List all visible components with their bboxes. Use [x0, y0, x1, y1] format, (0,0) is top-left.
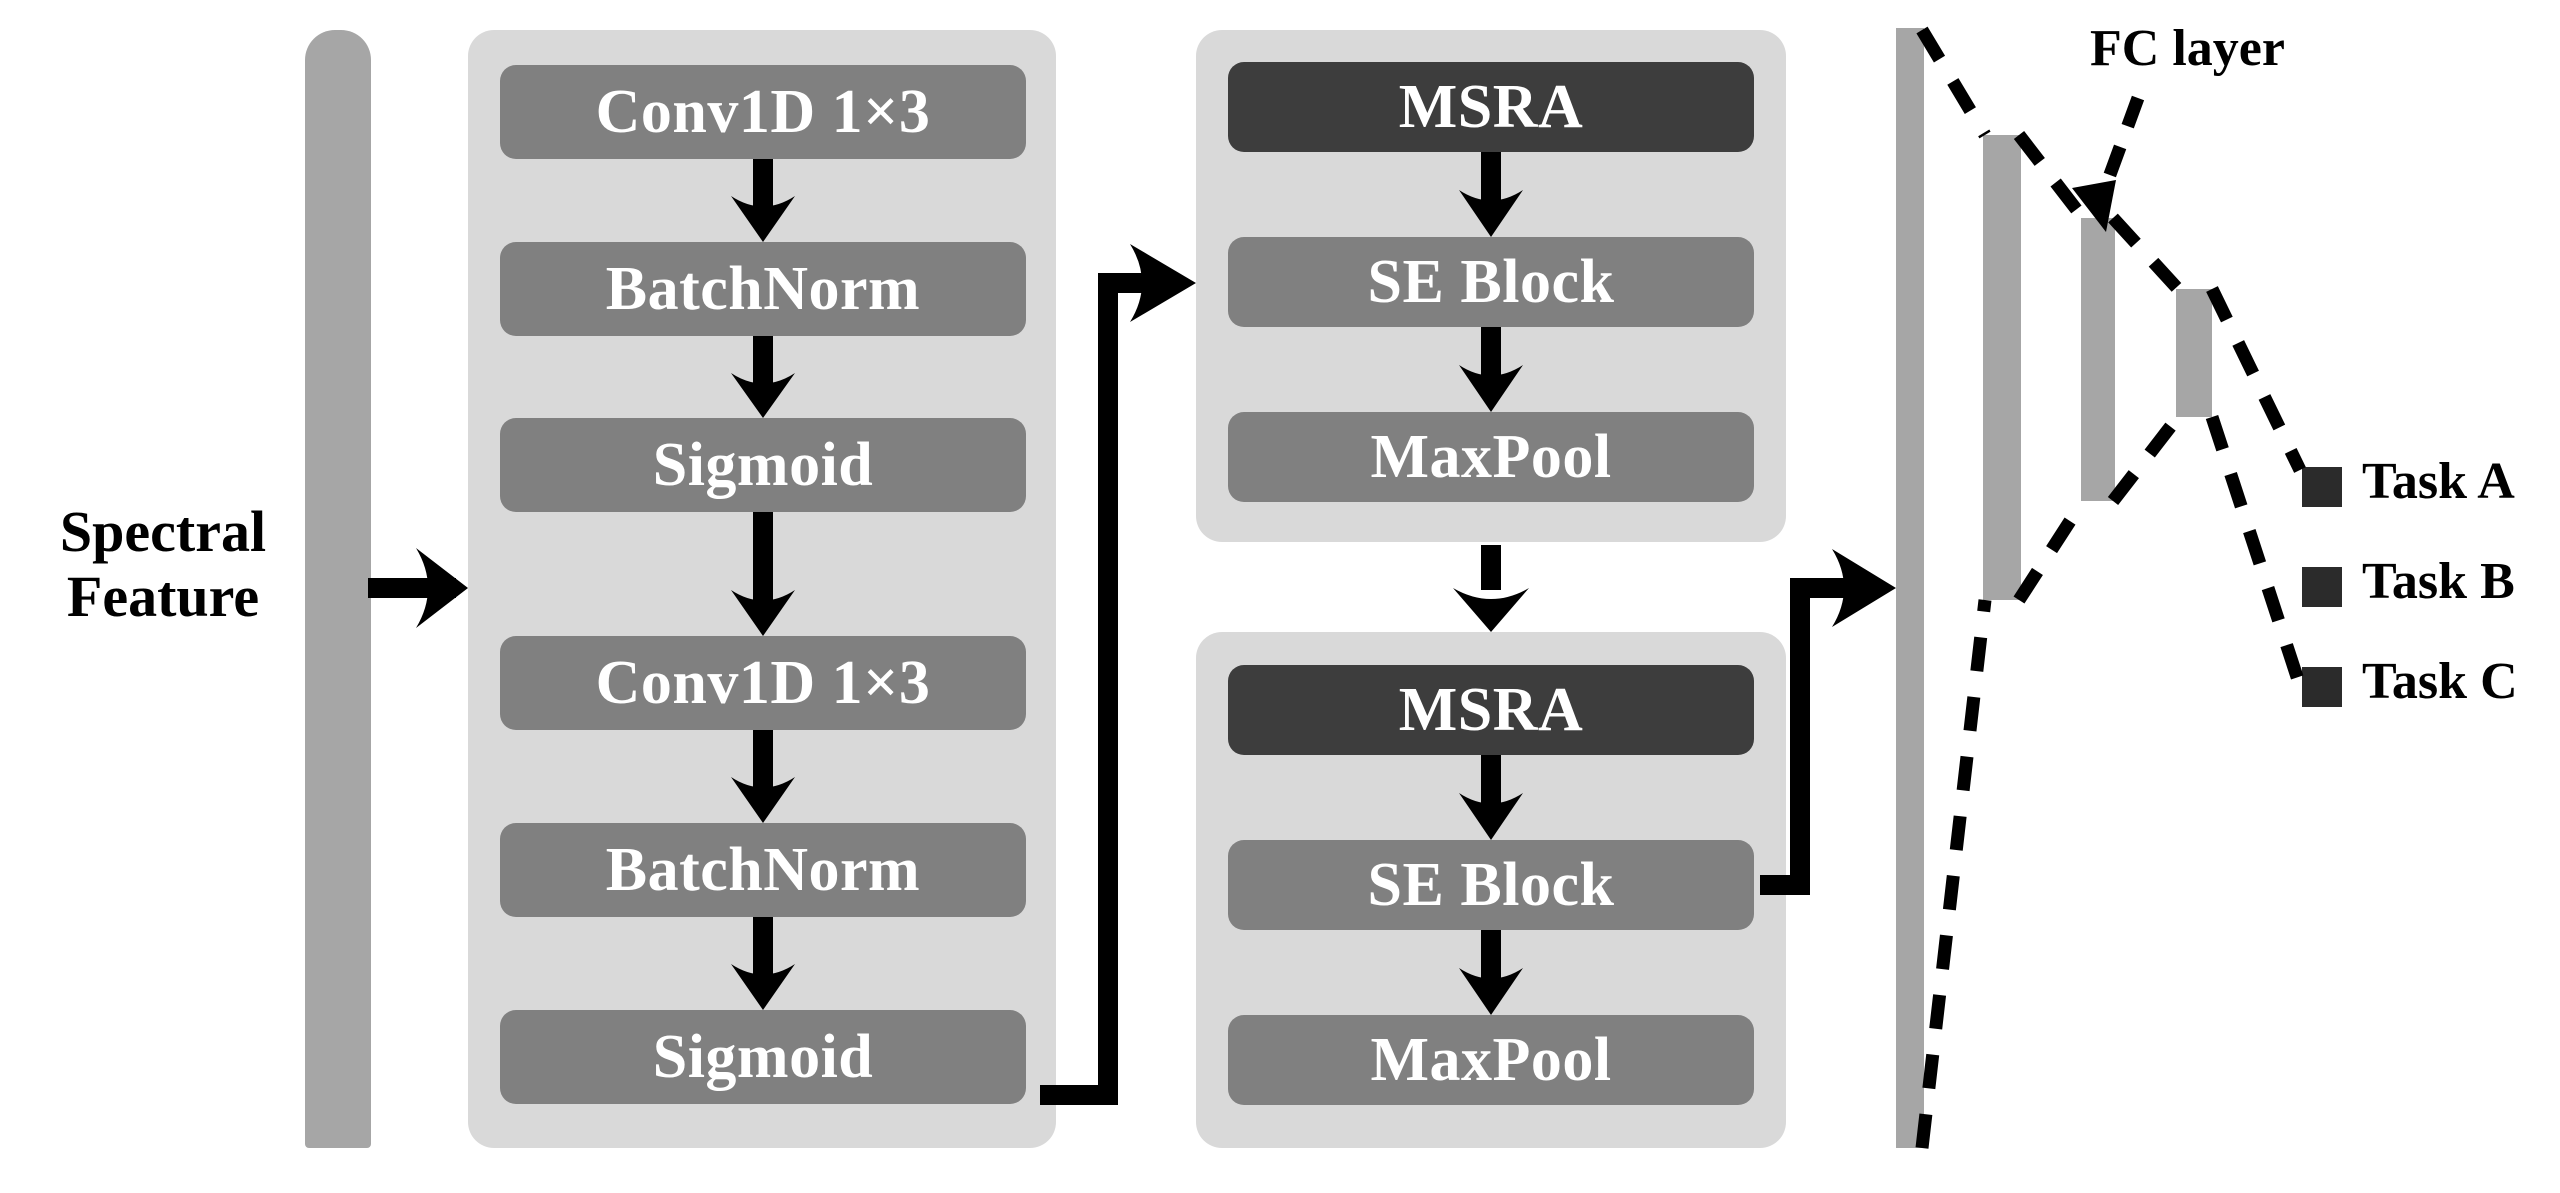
task-c-swatch	[2302, 667, 2342, 707]
task-a-label: Task A	[2362, 453, 2515, 510]
fc-funnel-bottom-outline	[1915, 413, 2184, 1149]
fc-layer-label: FC layer	[2090, 20, 2285, 77]
connector-msra1-to-msra2	[1453, 545, 1529, 632]
fc-to-task-a-line	[2206, 286, 2306, 473]
task-c-label: Task C	[2362, 653, 2518, 710]
input-label: Spectral Feature	[59, 499, 267, 629]
task-b-swatch	[2302, 567, 2342, 607]
connector-input-to-conv	[368, 548, 468, 628]
block-sigmoid-1[interactable]: Sigmoid	[500, 418, 1026, 512]
block-msra-2[interactable]: MSRA	[1228, 665, 1754, 755]
block-maxpool-1[interactable]: MaxPool	[1228, 412, 1754, 502]
block-msra-1[interactable]: MSRA	[1228, 62, 1754, 152]
block-maxpool-2[interactable]: MaxPool	[1228, 1015, 1754, 1105]
block-se-block-1[interactable]: SE Block	[1228, 237, 1754, 327]
block-batchnorm-2[interactable]: BatchNorm	[500, 823, 1026, 917]
fc-to-task-c-line	[2205, 414, 2307, 689]
block-se-block-2[interactable]: SE Block	[1228, 840, 1754, 930]
fc-layer-callout-arrow	[2072, 95, 2145, 232]
block-batchnorm-1[interactable]: BatchNorm	[500, 242, 1026, 336]
fc-bar-2	[1983, 135, 2021, 600]
task-a-swatch	[2302, 467, 2342, 507]
input-feature-bar	[305, 30, 371, 1148]
block-conv1d-1[interactable]: Conv1D 1×3	[500, 65, 1026, 159]
convolution-stack-container	[468, 30, 1056, 1148]
connector-conv-to-msra1	[1040, 244, 1196, 1105]
task-b-label: Task B	[2362, 553, 2515, 610]
fc-bar-4	[2176, 289, 2212, 417]
block-conv1d-2[interactable]: Conv1D 1×3	[500, 636, 1026, 730]
fc-bar-1	[1896, 28, 1924, 1148]
block-sigmoid-2[interactable]: Sigmoid	[500, 1010, 1026, 1104]
fc-bar-3	[2081, 218, 2115, 501]
